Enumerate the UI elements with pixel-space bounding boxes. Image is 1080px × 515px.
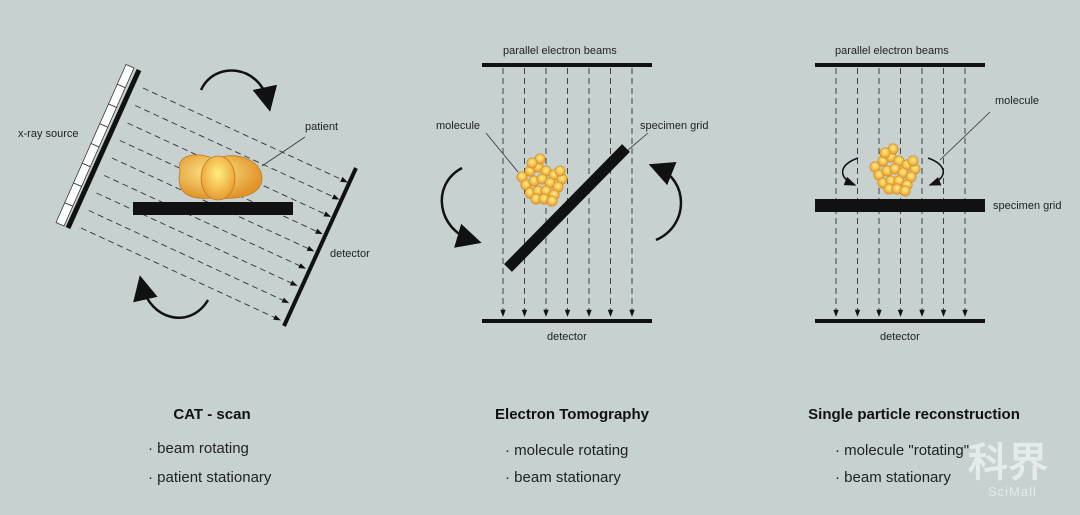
xray-source-icon [55,63,142,230]
beam-line [88,210,290,304]
cat-scan-diagram [55,63,358,327]
detector-label: detector [880,331,920,343]
atom [546,195,558,207]
rotate-arrow-left-icon [841,157,859,186]
molecule-label: molecule [436,120,481,132]
rotate-arrow-right-icon [648,161,683,242]
patient-icon [178,154,263,201]
detector-bar [282,167,358,327]
beam-line [80,227,281,321]
beams-label: parallel electron beams [503,45,617,57]
panel-title-electron-tomography: Electron Tomography [495,406,649,423]
grid-leader [627,132,649,151]
electron-beams [500,68,635,317]
specimen-grid-bar [504,144,630,272]
single-particle-diagram [815,63,991,323]
specimen-grid-label: specimen grid [640,120,709,132]
watermark-logo: 科界 [968,439,1048,486]
bullet-item: · beam stationary [835,469,951,486]
rotate-arrow-right-icon [927,157,944,186]
bullet-item: · beam rotating [148,440,249,457]
specimen-grid-bar [815,199,985,212]
molecule-icon [869,143,921,197]
beam-line [96,192,298,286]
bullet-item: · molecule "rotating" [835,442,970,459]
xray-source-label: x-ray source [18,128,79,140]
patient-label: patient [305,121,339,133]
molecule-leader [939,111,991,161]
atom [554,165,566,177]
beam-line [104,175,306,269]
atom [899,185,911,197]
beam-line [135,105,340,200]
rotate-arrow-top-icon [199,69,278,112]
panel-title-cat-scan: CAT - scan [173,406,251,423]
watermark-text: SciMall [988,484,1037,499]
source-cell [55,202,74,227]
detector-label: detector [330,248,370,260]
electron-tomography-diagram [440,63,683,323]
molecule-leader [485,132,519,173]
rotate-arrow-bottom-icon [133,275,210,319]
rotate-arrow-left-icon [440,166,482,248]
detector-label: detector [547,331,587,343]
bullet-item: · beam stationary [505,469,621,486]
atom [907,155,919,167]
patient-leader [261,136,306,167]
bullet-item: · molecule rotating [505,442,629,459]
beam-line [142,87,348,183]
specimen-grid-label: specimen grid [993,200,1062,212]
patient-table [133,202,293,215]
molecule-label: molecule [995,95,1040,107]
beams-label: parallel electron beams [835,45,949,57]
atom [526,157,538,169]
molecule-icon [516,153,568,207]
panel-title-single-particle: Single particle reconstruction [808,406,1020,423]
bullet-item: · patient stationary [148,469,272,486]
atom [879,147,891,159]
